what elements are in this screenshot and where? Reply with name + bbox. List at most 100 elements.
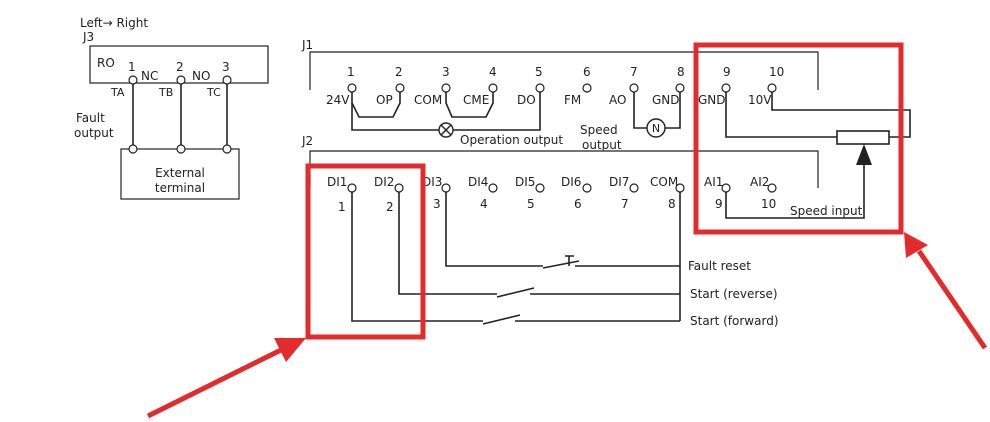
j1-pin-number-9: 9 — [723, 65, 731, 79]
switch-label-start-reverse: Start (reverse) — [690, 287, 778, 301]
j1-pin-name-do: DO — [517, 93, 536, 107]
j1-terminal-circle-10 — [767, 83, 777, 93]
j1-pin-number-6: 6 — [583, 65, 591, 79]
j2-pin-name-di1: DI1 — [327, 175, 347, 189]
j2-terminal-circle-10 — [767, 183, 777, 193]
j1-pin-number-7: 7 — [630, 65, 638, 79]
switch-label-start-forward: Start (forward) — [690, 314, 779, 328]
j1-terminal-circle-1 — [347, 83, 357, 93]
j3-pin-name-no: NO — [192, 69, 210, 83]
pot-gnd-wire — [725, 91, 837, 138]
switch-label-fault-reset: Fault reset — [688, 259, 751, 273]
j1-pin-number-8: 8 — [677, 65, 685, 79]
red-arrow-right-head — [904, 232, 928, 258]
j3-pin-name-nc: NC — [141, 69, 158, 83]
j2-pin-name-ai1: AI1 — [704, 175, 723, 189]
j1-pin-name-cme: CME — [463, 93, 489, 107]
highlight-box-speed-input — [693, 42, 904, 235]
j1-terminal-circle-7 — [629, 83, 639, 93]
j1-pin-name-op: OP — [376, 93, 393, 107]
fault-reset-switch-blade — [542, 260, 580, 269]
j2-pin-number-4: 4 — [480, 197, 488, 211]
speed-output-wire-right — [665, 91, 681, 129]
operation-output-wire-left — [351, 103, 439, 131]
j2-pin-number-8: 8 — [668, 197, 676, 211]
ext-terminal-circle-1 — [128, 144, 138, 154]
j1-terminal-circle-2 — [395, 83, 405, 93]
pot-10v-wire — [771, 91, 911, 138]
j2-terminal-circle-9 — [721, 183, 731, 193]
operation-output-wire-right — [453, 91, 541, 131]
j3-terminal-circle-2 — [176, 75, 186, 85]
j2-terminal-circle-5 — [535, 183, 545, 193]
j1-pin-name-10v: 10V — [748, 93, 772, 107]
pot-wiper-wire — [725, 165, 865, 219]
j2-pin-number-2: 2 — [386, 200, 394, 214]
j3-ro-label: RO — [97, 56, 115, 70]
speed-output-line2: output — [582, 138, 622, 152]
j3-pin-number-1: 1 — [128, 60, 136, 74]
lamp-icon-cross-b — [440, 124, 452, 136]
start-forward-switch-blade — [482, 314, 521, 325]
ext-terminal-circle-2 — [176, 144, 186, 154]
red-arrow-right-shaft — [916, 249, 988, 350]
j2-pin-name-ai2: AI2 — [750, 175, 769, 189]
j3-terminal-ta: TA — [110, 86, 125, 99]
j1-pin-name-24v: 24V — [326, 93, 350, 107]
j1-terminal-circle-8 — [675, 83, 685, 93]
j1-terminal-circle-9 — [721, 83, 731, 93]
j3-direction-label: Left→ Right — [80, 16, 148, 30]
external-terminal-line2: terminal — [155, 181, 205, 195]
j2-pin-number-7: 7 — [621, 197, 629, 211]
j2-pin-number-6: 6 — [574, 197, 582, 211]
j2-terminal-circle-1 — [347, 183, 357, 193]
operation-output-label: Operation output — [460, 133, 563, 147]
highlight-box-di1-di2 — [305, 163, 426, 340]
j2-terminal-circle-3 — [441, 183, 451, 193]
j2-terminal-circle-4 — [488, 183, 498, 193]
j1-pin-number-1: 1 — [347, 65, 355, 79]
j2-pin-name-di5: DI5 — [515, 175, 535, 189]
speed-output-line1: Speed — [580, 123, 618, 137]
j2-pin-number-9: 9 — [715, 197, 723, 211]
meter-symbol: N — [652, 122, 660, 135]
j2-pin-name-com: COM — [650, 175, 678, 189]
start-reverse-wire-left — [398, 191, 497, 295]
j3-fault-output-line1: Fault — [76, 111, 105, 125]
j1-title: J1 — [301, 38, 313, 52]
j3-terminal-tb: TB — [158, 86, 173, 99]
j2-pin-number-10: 10 — [761, 197, 776, 211]
j1-pin-name-ao: AO — [609, 93, 626, 107]
j1-pin-number-3: 3 — [442, 65, 450, 79]
j2-terminal-circle-8 — [675, 183, 685, 193]
j1-pin-number-4: 4 — [489, 65, 497, 79]
fault-reset-switch-button — [565, 255, 574, 266]
j3-pin-number-2: 2 — [176, 60, 184, 74]
j1-com-cme-jumper — [445, 91, 494, 118]
j2-pin-name-di3: DI3 — [422, 175, 442, 189]
j1-pin-name-fm: FM — [564, 93, 581, 107]
start-reverse-switch-blade — [496, 287, 535, 298]
j2-pin-name-di4: DI4 — [468, 175, 488, 189]
red-arrow-left-shaft — [146, 345, 287, 419]
speed-input-label: Speed input — [790, 204, 863, 218]
j1-pin-name-gnd-9: GND — [698, 93, 726, 107]
j1-terminal-circle-5 — [535, 83, 545, 93]
j2-pin-name-di7: DI7 — [609, 175, 629, 189]
j3-title: J3 — [82, 30, 94, 44]
j3-fault-output-line2: output — [74, 126, 114, 140]
speed-output-wire-left — [633, 91, 647, 129]
j3-terminal-circle-1 — [128, 75, 138, 85]
j1-pin-number-2: 2 — [395, 65, 403, 79]
j2-terminal-circle-6 — [582, 183, 592, 193]
potentiometer-wiper-arrow — [856, 144, 872, 165]
j2-terminal-circle-7 — [629, 183, 639, 193]
red-arrow-left-head — [274, 338, 306, 362]
j1-24v-op-jumper — [351, 91, 401, 118]
j2-pin-name-di6: DI6 — [561, 175, 581, 189]
j2-pin-number-5: 5 — [527, 197, 535, 211]
j1-pin-number-10: 10 — [769, 65, 784, 79]
j1-pin-name-com: COM — [414, 93, 442, 107]
